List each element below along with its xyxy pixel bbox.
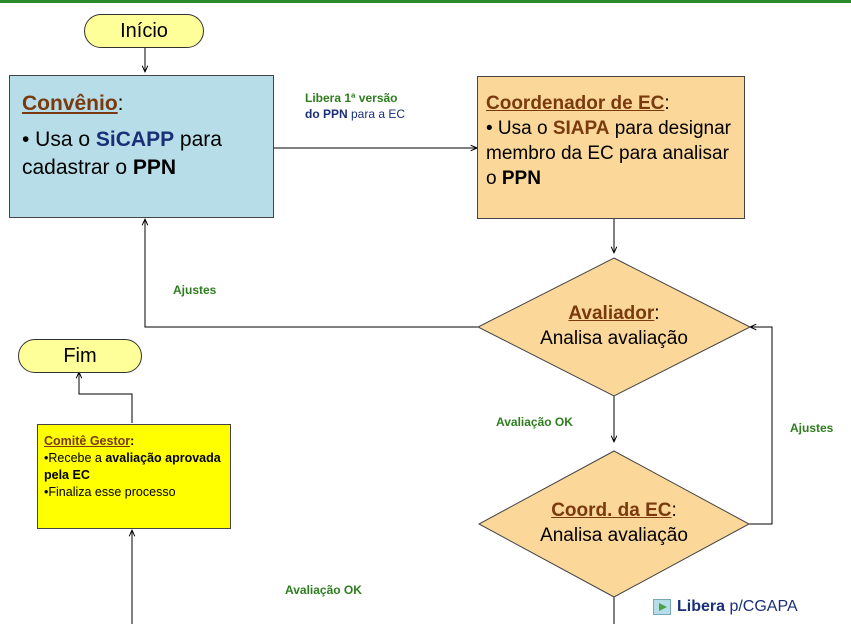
nav-bold: Libera (677, 598, 726, 615)
ajustes-right-label: Ajustes (790, 421, 834, 435)
coordenador-text: • Usa o SIAPA para designar membro da EC… (486, 116, 736, 191)
comite-colon: : (130, 434, 135, 448)
coordec-text: Analisa avaliação (540, 525, 688, 546)
coordenador-heading: Coordenador de EC: (486, 91, 736, 116)
avaliador-title: Avaliador (568, 303, 655, 324)
avaliador-text: Analisa avaliação (540, 328, 688, 349)
convenio-bullet: • Usa o (22, 128, 96, 151)
libera-plain: para a EC (347, 107, 406, 121)
convenio-doc: PPN (132, 156, 177, 179)
coordenador-system: SIAPA (552, 118, 610, 139)
coordenador-doc: PPN (501, 168, 541, 189)
coordenador-box: Coordenador de EC: • Usa o SIAPA para de… (477, 76, 745, 219)
avaliacao-ok-label-2: Avaliação OK (285, 583, 362, 597)
coordenador-bullet: • Usa o (486, 118, 553, 139)
end-label: Fim (63, 345, 97, 367)
ajustes-left-label: Ajustes (173, 283, 217, 297)
avaliador-diamond (476, 257, 752, 397)
convenio-title: Convênio (22, 92, 118, 115)
coordenador-title: Coordenador de EC (486, 93, 665, 114)
play-icon[interactable] (653, 599, 671, 615)
coordec-colon: : (671, 500, 677, 521)
libera-bold: do PPN (305, 107, 348, 121)
arrow-coordec-to-avaliador (749, 327, 773, 525)
comite-line1-bold: avaliação aprovada pela EC (44, 451, 221, 482)
arrow-avaliador-to-convenio (145, 219, 478, 328)
convenio-text: • Usa o SiCAPP para cadastrar o PPN (22, 126, 261, 182)
nav-plain: p/CGAPA (725, 598, 798, 615)
coordenador-colon: : (664, 93, 670, 114)
coordec-text-block: Coord. da EC: Analisa avaliação (500, 498, 728, 548)
avaliador-text-block: Avaliador: Analisa avaliação (500, 301, 728, 351)
libera-label: Libera 1ª versão do PPN para a EC (305, 90, 405, 122)
start-label: Início (120, 20, 168, 42)
comite-line2: •Finaliza esse processo (44, 485, 176, 499)
convenio-colon: : (117, 92, 124, 115)
end-terminal: Fim (18, 339, 142, 373)
top-rule (0, 0, 851, 3)
libera-cgapa-link[interactable]: Libera p/CGAPA (653, 598, 798, 616)
convenio-system: SiCAPP (95, 128, 175, 151)
avaliador-colon: : (654, 303, 660, 324)
coordenador-rest: para designar membro da EC para analisar… (486, 118, 731, 189)
convenio-rest: para cadastrar o (22, 128, 222, 179)
comite-line1: •Recebe a avaliação aprovada pela EC (44, 450, 224, 484)
coordec-title: Coord. da EC (551, 500, 672, 521)
arrow-comite-to-fim (79, 372, 133, 423)
comite-line1-prefix: •Recebe a (44, 451, 106, 465)
libera-line1: Libera 1ª versão (305, 91, 398, 105)
avaliacao-ok-label-1: Avaliação OK (496, 415, 573, 429)
coordec-diamond (477, 450, 751, 598)
start-terminal: Início (84, 14, 204, 48)
convenio-box: Convênio: • Usa o SiCAPP para cadastrar … (9, 75, 274, 218)
convenio-heading: Convênio: (22, 90, 261, 118)
comite-box: Comitê Gestor: •Recebe a avaliação aprov… (37, 424, 231, 529)
comite-title: Comitê Gestor (44, 434, 131, 448)
